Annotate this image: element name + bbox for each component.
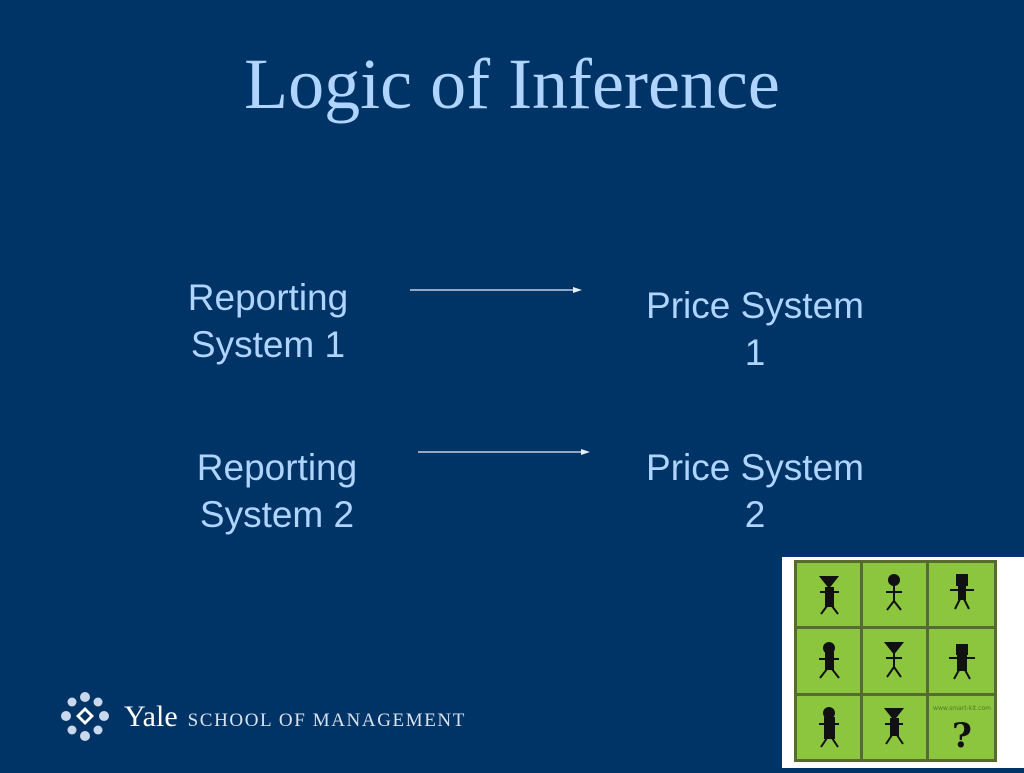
reporting-system-1-line-2: System 1 [190, 324, 346, 366]
stick-figure-icon [818, 576, 840, 615]
yale-seal-icon [61, 692, 109, 741]
yale-wordmark: Yale [124, 700, 178, 733]
stick-figure-icon [949, 644, 975, 680]
stick-figure-icon [950, 574, 974, 610]
stick-figure-icon [883, 642, 905, 678]
reporting-system-1: Reporting System 1 [160, 274, 376, 369]
puzzle-image: ? www.smart-kit.com [782, 557, 1024, 768]
stick-figure-icon [886, 574, 902, 611]
stick-figure-icon [883, 708, 905, 745]
reporting-system-2-line-2: System 2 [199, 494, 355, 536]
puzzle-grid: ? www.smart-kit.com [794, 560, 997, 762]
watermark: www.smart-kit.com [933, 705, 991, 712]
puzzle-cell [929, 696, 994, 759]
price-system-1: Price System 1 [615, 282, 895, 377]
price-system-2: Price System 2 [615, 444, 895, 539]
yale-som-logo: Yale SCHOOL OF MANAGEMENT [60, 690, 466, 744]
price-system-2-line-1: Price System [646, 447, 864, 488]
arrow-2 [418, 449, 590, 455]
slide-title: Logic of Inference [244, 44, 780, 124]
price-system-2-line-2: 2 [744, 494, 766, 536]
reporting-system-2: Reporting System 2 [169, 444, 385, 539]
price-system-1-line-2: 1 [744, 332, 766, 374]
price-system-1-line-1: Price System [646, 285, 864, 326]
reporting-system-1-line-1: Reporting [187, 277, 349, 318]
question-mark: ? [952, 716, 972, 756]
arrow-1 [410, 287, 582, 293]
school-of-management-text: SCHOOL OF MANAGEMENT [187, 710, 466, 731]
stick-figure-icon [819, 642, 840, 679]
stick-figure-icon [819, 707, 839, 748]
reporting-system-2-line-1: Reporting [196, 447, 358, 488]
